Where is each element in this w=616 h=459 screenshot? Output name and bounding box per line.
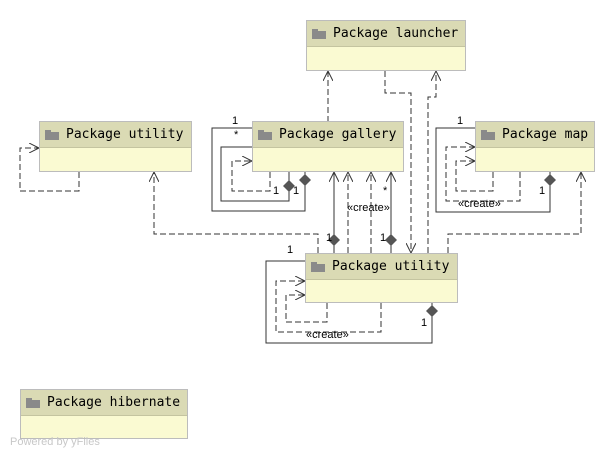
create-map-self-a [445, 147, 521, 202]
package-map-title: Package map [502, 127, 589, 142]
dia-utility-gallery-2 [385, 234, 397, 246]
mult-gallery-2: 1 [273, 185, 279, 197]
create-utility-self-b [285, 295, 328, 323]
package-icon [258, 129, 272, 140]
dia-map [544, 174, 556, 186]
watermark: Powered by yFiles [10, 436, 100, 448]
dia-utility-self [426, 305, 438, 317]
assoc-gallery-self-outer [211, 127, 306, 212]
assoc-utility-self-outer [265, 260, 433, 344]
dia-utility-gallery-1 [328, 234, 340, 246]
package-icon [312, 28, 326, 39]
package-gallery-title: Package gallery [279, 127, 397, 142]
assoc-map-self-outer [435, 127, 551, 213]
mult-gallery-1: 1 [232, 115, 238, 127]
dep-launcher-utility [384, 71, 411, 253]
package-utility-main[interactable]: Package utility [305, 253, 458, 303]
mult-map-2: 1 [539, 185, 545, 197]
mult-gallery-3: 1 [293, 185, 299, 197]
dep-utility-map [447, 172, 581, 253]
package-icon [311, 261, 325, 272]
create-utility-self-a [275, 281, 382, 333]
package-icon [45, 129, 59, 140]
package-launcher-header: Package launcher [307, 21, 465, 47]
package-utility-left[interactable]: Package utility [39, 121, 192, 172]
dia-gallery-a [283, 180, 295, 192]
package-launcher-title: Package launcher [333, 26, 459, 41]
mult-map-1: 1 [457, 115, 463, 127]
package-utility-main-title: Package utility [332, 259, 450, 274]
package-icon [481, 129, 495, 140]
mult-utility-gallery-2: 1 [380, 232, 386, 244]
package-launcher[interactable]: Package launcher [306, 20, 466, 71]
dep-utility-launcher [427, 71, 436, 253]
package-gallery-header: Package gallery [253, 122, 403, 148]
create-label-gallery: «create» [347, 202, 390, 214]
create-label-utility: «create» [306, 329, 349, 341]
package-utility-left-title: Package utility [66, 127, 184, 142]
create-gallery-self [231, 161, 271, 192]
dia-gallery-b [299, 174, 311, 186]
package-hibernate[interactable]: Package hibernate [20, 389, 188, 439]
package-map-header: Package map [476, 122, 594, 148]
package-gallery[interactable]: Package gallery [252, 121, 404, 172]
mult-gallery-star: * [234, 129, 239, 141]
package-utility-left-header: Package utility [40, 122, 191, 148]
mult-utility-gallery-1: 1 [326, 232, 332, 244]
create-label-map: «create» [458, 198, 501, 210]
dep-utility-utilityleft [154, 172, 319, 253]
package-icon [26, 397, 40, 408]
selfloop-utility-left [19, 148, 80, 192]
create-map-self-b [455, 161, 494, 192]
package-hibernate-header: Package hibernate [21, 390, 187, 416]
package-map[interactable]: Package map [475, 121, 595, 172]
mult-utility-2: 1 [421, 317, 427, 329]
package-utility-main-header: Package utility [306, 254, 457, 280]
mult-utility-1: 1 [287, 244, 293, 256]
mult-utility-gallery-star: * [383, 185, 388, 197]
package-hibernate-title: Package hibernate [47, 395, 181, 410]
